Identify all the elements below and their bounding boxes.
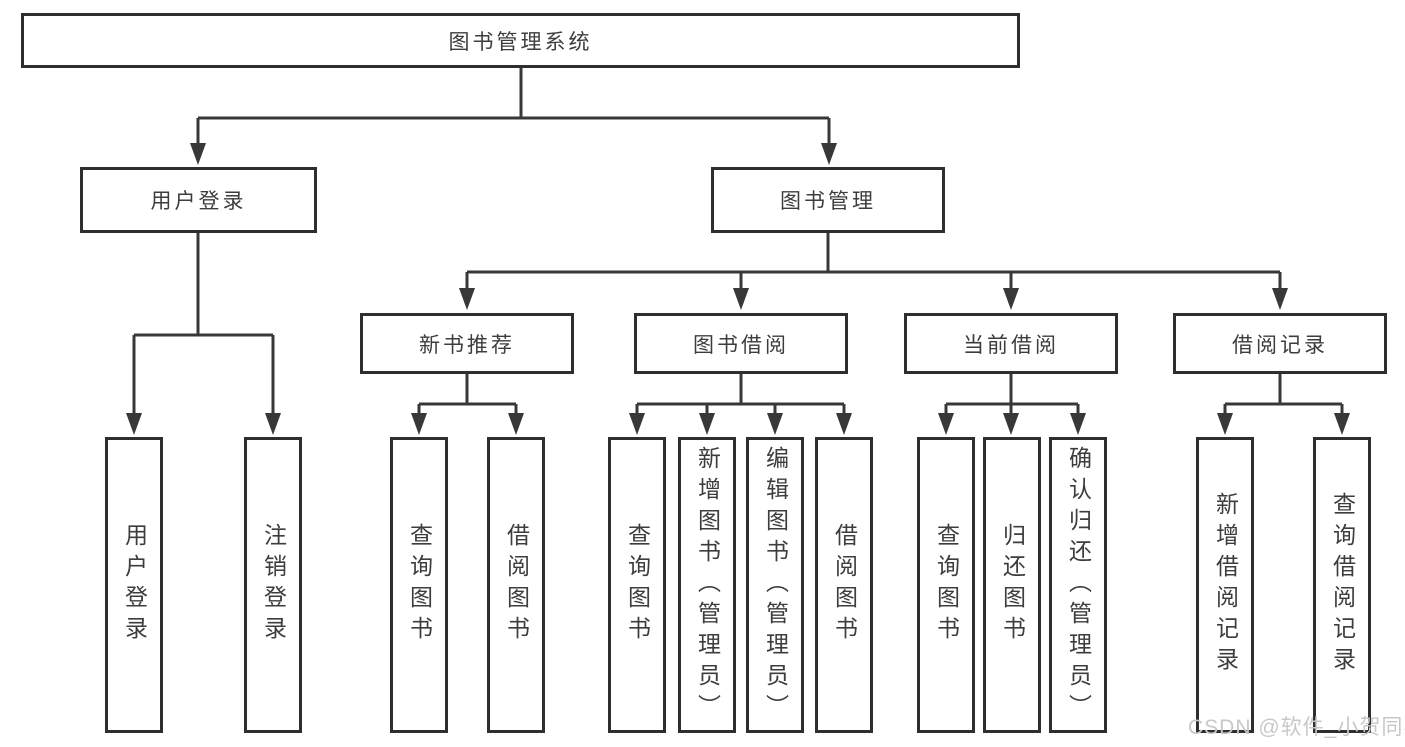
leaf-bookborrow-edit-books-admin-label: 编辑图书（管理员） bbox=[762, 445, 789, 725]
leaf-currentborrow-return-books: 归还图书 bbox=[983, 437, 1041, 733]
leaf-currentborrow-return-books-label: 归还图书 bbox=[999, 523, 1026, 647]
leaf-newbooks-query-books: 查询图书 bbox=[390, 437, 448, 733]
arrow-down-icon bbox=[190, 143, 206, 165]
leaf-bookborrow-borrow-books: 借阅图书 bbox=[815, 437, 873, 733]
arrow-down-icon bbox=[1272, 288, 1288, 310]
node-user-login-label: 用户登录 bbox=[150, 190, 247, 213]
node-borrow-records-label: 借阅记录 bbox=[1232, 333, 1328, 357]
connector-newbooks-to-leaves bbox=[417, 374, 518, 417]
node-root: 图书管理系统 bbox=[21, 13, 1020, 68]
leaf-newbooks-borrow-books-label: 借阅图书 bbox=[503, 523, 530, 647]
leaf-records-query-borrow-record: 查询借阅记录 bbox=[1313, 437, 1371, 733]
node-borrow-records: 借阅记录 bbox=[1173, 313, 1387, 374]
arrow-down-icon bbox=[1070, 413, 1086, 435]
connector-bookmgmt-to-level3 bbox=[465, 233, 1282, 292]
arrow-down-icon bbox=[1217, 413, 1233, 435]
leaf-records-add-borrow-record: 新增借阅记录 bbox=[1196, 437, 1254, 733]
arrow-down-icon bbox=[767, 413, 783, 435]
arrow-down-icon bbox=[508, 413, 524, 435]
node-user-login: 用户登录 bbox=[80, 167, 317, 233]
connector-borrowrecords-to-leaves bbox=[1223, 374, 1344, 417]
node-root-label: 图书管理系统 bbox=[448, 30, 593, 54]
leaf-currentborrow-query-books: 查询图书 bbox=[917, 437, 975, 733]
leaf-bookborrow-query-books-label: 查询图书 bbox=[624, 523, 651, 647]
arrow-down-icon bbox=[459, 288, 475, 310]
node-current-borrow-label: 当前借阅 bbox=[963, 333, 1059, 357]
arrow-down-icon bbox=[265, 413, 281, 435]
leaf-newbooks-borrow-books: 借阅图书 bbox=[487, 437, 545, 733]
node-new-book-recommend-label: 新书推荐 bbox=[419, 333, 515, 357]
leaf-bookborrow-query-books: 查询图书 bbox=[608, 437, 666, 733]
leaf-currentborrow-confirm-return-admin-label: 确认归还（管理员） bbox=[1065, 445, 1092, 725]
arrow-down-icon bbox=[629, 413, 645, 435]
leaf-bookborrow-add-books-admin: 新增图书（管理员） bbox=[678, 437, 736, 733]
arrow-down-icon bbox=[1003, 288, 1019, 310]
arrow-down-icon bbox=[699, 413, 715, 435]
node-book-borrow-label: 图书借阅 bbox=[693, 333, 789, 357]
leaf-bookborrow-add-books-admin-label: 新增图书（管理员） bbox=[694, 445, 721, 725]
leaf-currentborrow-query-books-label: 查询图书 bbox=[933, 523, 960, 647]
arrow-down-icon bbox=[411, 413, 427, 435]
leaf-logout: 注销登录 bbox=[244, 437, 302, 733]
arrow-down-icon bbox=[1334, 413, 1350, 435]
node-book-borrow: 图书借阅 bbox=[634, 313, 848, 374]
leaf-newbooks-query-books-label: 查询图书 bbox=[406, 523, 433, 647]
leaf-user-login: 用户登录 bbox=[105, 437, 163, 733]
arrow-down-icon bbox=[733, 288, 749, 310]
connector-bookborrow-to-leaves bbox=[635, 374, 846, 417]
arrow-down-icon bbox=[821, 143, 837, 165]
leaf-records-query-borrow-record-label: 查询借阅记录 bbox=[1329, 492, 1356, 678]
node-current-borrow: 当前借阅 bbox=[904, 313, 1118, 374]
arrow-down-icon bbox=[836, 413, 852, 435]
connector-currentborrow-to-leaves bbox=[944, 374, 1080, 417]
node-new-book-recommend: 新书推荐 bbox=[360, 313, 574, 374]
arrow-down-icon bbox=[126, 413, 142, 435]
node-book-management: 图书管理 bbox=[711, 167, 945, 233]
node-book-management-label: 图书管理 bbox=[780, 190, 876, 213]
leaf-records-add-borrow-record-label: 新增借阅记录 bbox=[1212, 492, 1239, 678]
connector-userlogin-to-leaves bbox=[132, 233, 275, 417]
leaf-user-login-label: 用户登录 bbox=[121, 523, 148, 647]
connector-root-to-level2 bbox=[196, 68, 831, 147]
leaf-currentborrow-confirm-return-admin: 确认归还（管理员） bbox=[1049, 437, 1107, 733]
leaf-bookborrow-edit-books-admin: 编辑图书（管理员） bbox=[746, 437, 804, 733]
leaf-logout-label: 注销登录 bbox=[260, 523, 287, 647]
arrow-down-icon bbox=[938, 413, 954, 435]
arrow-down-icon bbox=[1003, 413, 1019, 435]
leaf-bookborrow-borrow-books-label: 借阅图书 bbox=[831, 523, 858, 647]
csdn-watermark: CSDN @软件_小贺同学 bbox=[1188, 716, 1405, 739]
